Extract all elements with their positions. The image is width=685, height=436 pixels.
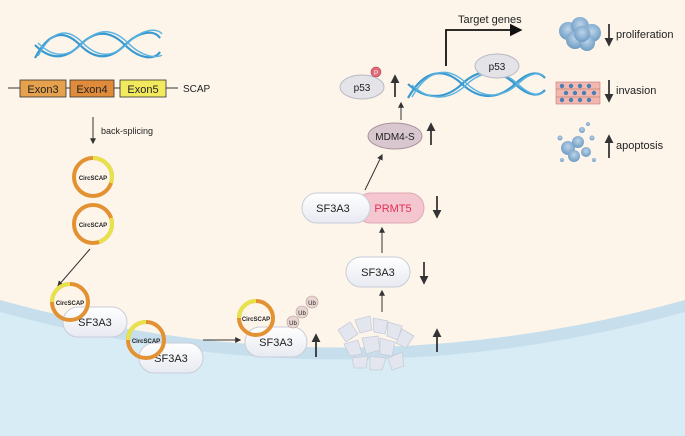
p53-dna-label: p53 xyxy=(489,62,506,73)
sf3a3-label-3: SF3A3 xyxy=(259,337,293,349)
ub-label-2: Ub xyxy=(298,311,306,317)
apoptosis-cells-icon xyxy=(557,122,596,162)
target-genes-label: Target genes xyxy=(458,14,522,26)
dna-helix-icon xyxy=(407,71,546,99)
circular-rna-icon: CircSCAP xyxy=(72,156,114,198)
back-splicing-label: back-splicing xyxy=(101,126,153,136)
invasion-cells-icon xyxy=(555,81,601,105)
ub-label-3: Ub xyxy=(308,301,316,307)
proliferation-label: proliferation xyxy=(616,29,673,41)
circular-rna-icon: CircSCAP xyxy=(237,299,275,337)
mdm4s-arrow xyxy=(364,153,383,191)
sf3a3-label-4: SF3A3 xyxy=(361,267,395,279)
prmt5-label: PRMT5 xyxy=(374,203,411,215)
circscap-label-3: CircSCAP xyxy=(56,301,84,307)
sf3a3-label-1: SF3A3 xyxy=(78,317,112,329)
target-genes-arrow xyxy=(445,23,523,66)
circular-rna-icon: CircSCAP xyxy=(72,203,114,245)
sf3a3-label-5: SF3A3 xyxy=(316,203,350,215)
mdm4s-ellipse xyxy=(367,122,423,150)
exon5-box xyxy=(119,79,167,98)
circscap-label-4: CircSCAP xyxy=(132,339,160,345)
ubiquitin-chain: Ub Ub Ub xyxy=(286,295,319,329)
dna-helix-icon xyxy=(34,29,163,59)
exon4-box xyxy=(69,79,115,98)
ub-label-1: Ub xyxy=(289,321,297,327)
degraded-protein-icon xyxy=(337,315,415,371)
exon3-box xyxy=(19,79,67,98)
sf3a3-pill-1 xyxy=(62,306,128,338)
tumor-spheroid-icon xyxy=(559,17,601,51)
sf3a3-pill-4 xyxy=(345,256,411,288)
p53-dna-ellipse xyxy=(474,53,520,79)
binding-arrow xyxy=(57,248,91,287)
sf3a3-label-2: SF3A3 xyxy=(154,353,188,365)
phospho-dot xyxy=(370,66,382,78)
circscap-label-1: CircSCAP xyxy=(79,176,107,182)
circscap-label-5: CircSCAP xyxy=(242,317,270,323)
apoptosis-label: apoptosis xyxy=(616,140,664,152)
circular-rna-icon: CircSCAP xyxy=(50,282,90,322)
mdm4s-label: MDM4-S xyxy=(375,132,415,143)
exon5-label: Exon5 xyxy=(127,84,158,96)
p53-free-label: p53 xyxy=(354,83,371,94)
exon3-label: Exon3 xyxy=(27,84,58,96)
p53-free-ellipse xyxy=(339,74,385,100)
gene-name: SCAP xyxy=(183,84,211,95)
invasion-label: invasion xyxy=(616,85,656,97)
sf3a3-pill-5 xyxy=(301,192,371,224)
phospho-label: P xyxy=(374,71,378,77)
circscap-label-2: CircSCAP xyxy=(79,223,107,229)
extracellular-space xyxy=(0,312,685,436)
exon4-label: Exon4 xyxy=(76,84,107,96)
circular-rna-icon: CircSCAP xyxy=(126,320,166,360)
